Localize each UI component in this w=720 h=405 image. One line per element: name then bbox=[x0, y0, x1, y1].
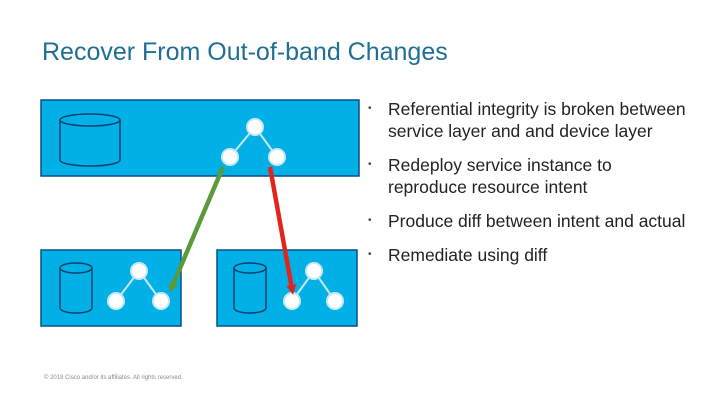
bullet-text: Remediate using diff bbox=[388, 245, 548, 265]
bullet-item: • Redeploy service instance to reproduce… bbox=[362, 154, 692, 198]
bullet-dot-icon: • bbox=[368, 249, 372, 260]
bullet-text: Referential integrity is broken between … bbox=[388, 99, 686, 141]
bullet-dot-icon: • bbox=[368, 215, 372, 226]
bullet-text: Produce diff between intent and actual bbox=[388, 211, 686, 231]
bullet-text: Redeploy service instance to reproduce r… bbox=[388, 155, 612, 197]
bullet-dot-icon: • bbox=[368, 103, 372, 114]
service-layer-panel bbox=[40, 99, 360, 177]
bullet-dot-icon: • bbox=[368, 159, 372, 170]
bullet-item: • Produce diff between intent and actual bbox=[362, 210, 692, 232]
red-arrow bbox=[267, 166, 297, 295]
device-layer-panel-left bbox=[40, 249, 182, 327]
topology-icon bbox=[107, 262, 170, 310]
database-icon bbox=[233, 262, 267, 314]
topology-icon bbox=[221, 118, 286, 166]
slide-title: Recover From Out-of-band Changes bbox=[42, 38, 448, 66]
bullet-list: • Referential integrity is broken betwee… bbox=[362, 98, 692, 266]
bullet-item: • Referential integrity is broken betwee… bbox=[362, 98, 692, 142]
topology-icon bbox=[283, 262, 344, 310]
bullet-item: • Remediate using diff bbox=[362, 244, 692, 266]
copyright-footer: © 2018 Cisco and/or its affiliates. All … bbox=[44, 375, 183, 381]
database-icon bbox=[59, 262, 93, 314]
database-icon bbox=[59, 113, 121, 167]
green-arrow bbox=[168, 166, 226, 293]
